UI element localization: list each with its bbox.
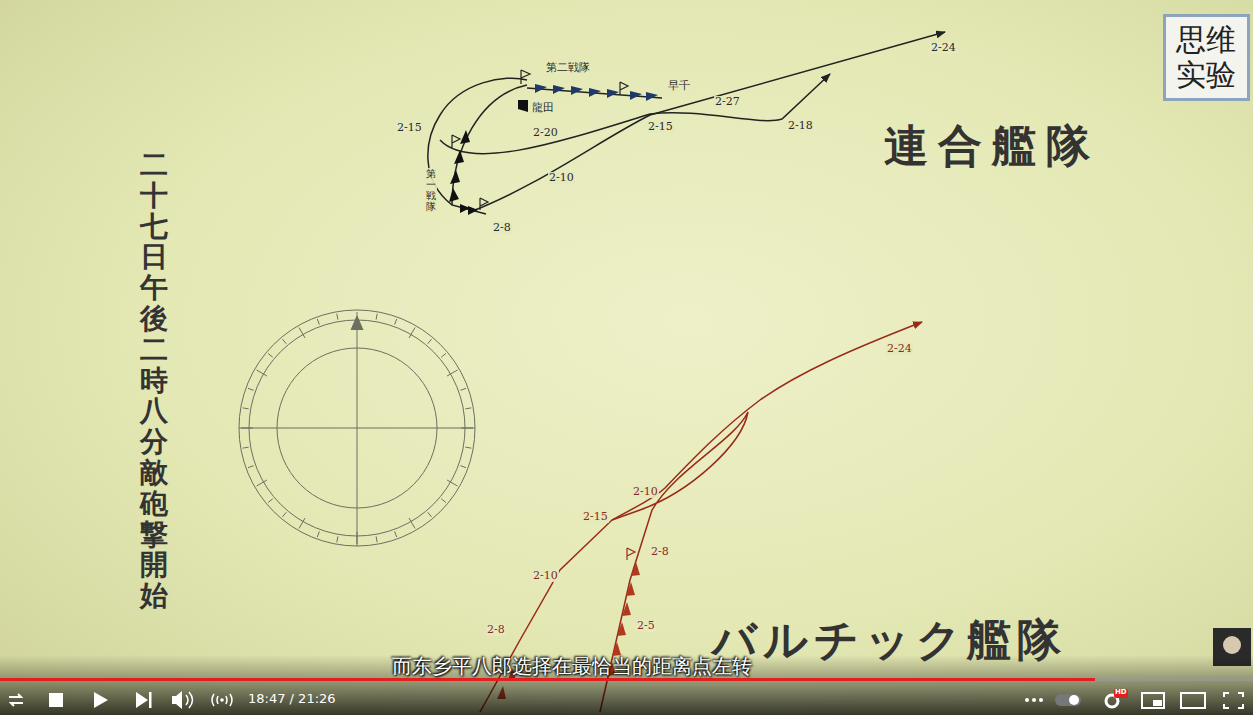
compass-tick [299,518,305,528]
compass-tick [337,314,338,320]
time-mark: 2-8 [492,222,512,234]
compass-tick [243,408,249,409]
fleet-title: バルチック艦隊 [712,616,1067,664]
time-mark: 2-20 [532,127,559,139]
time-mark: 2-15 [647,121,674,133]
compass-tick [243,447,249,448]
compass-tick [376,536,377,542]
time-mark: 2-15 [582,511,609,523]
compass-tick [257,480,267,486]
compass-tick [257,370,267,376]
compass-tick [317,319,319,325]
time-mark: 2-10 [632,486,659,498]
time-display: 18:47 / 21:26 [248,692,336,706]
compass-tick [447,480,457,486]
time-mark: 2-24 [930,42,957,54]
compass-tick [428,512,432,517]
unit-name: 龍田 [531,102,555,114]
fleet-title: 連合艦隊 [884,122,1100,170]
subtitle: 而东乡平八郎选择在最恰当的距离点左转 [392,655,752,677]
compass-tick [357,532,358,544]
hd-badge: HD [1115,689,1127,697]
compass-tick [357,312,358,324]
compass-tick [428,339,432,344]
vertical-caption: 二十七日午後二時八分敵砲撃開始 [140,150,168,612]
compass-rose [239,310,475,546]
time-mark: 2-10 [532,570,559,582]
compass-tick [317,531,319,537]
time-mark: 2-24 [886,343,913,355]
compass-tick [268,353,273,357]
time-mark: 2-10 [548,172,575,184]
time-mark: 2-8 [650,546,670,558]
ship-markers [535,84,658,101]
time-mark: 2-18 [787,120,814,132]
avatar-face [1223,636,1241,654]
compass-tick [376,314,377,320]
time-mark: 2-8 [486,624,506,636]
compass-tick [395,319,397,325]
unit-name: 第二戦隊 [545,62,591,74]
compass-tick [447,370,457,376]
compass-tick [248,388,254,390]
logo-text: 思维 实验 [1174,23,1239,92]
compass-tick [248,466,254,468]
ship-markers [449,100,528,215]
compass-tick [395,531,397,537]
compass-tick [299,328,305,338]
unit-name: 早千 [667,80,691,92]
compass-tick [441,353,446,357]
logo-box: 思维 实验 [1163,14,1250,101]
compass-tick [461,428,473,429]
compass-tick [241,428,253,429]
compass-tick [282,339,286,344]
compass-tick [268,499,273,503]
compass-tick [460,388,466,390]
combined-fleet-track [428,32,945,214]
compass-tick [465,447,471,448]
compass-tick [282,512,286,517]
compass-tick [441,499,446,503]
time-mark: 2-27 [714,96,741,108]
compass-tick [465,408,471,409]
unit-name: 第一戦隊 [425,168,437,212]
compass-tick [409,328,415,338]
compass-tick [337,536,338,542]
compass-tick [460,466,466,468]
compass-tick [409,518,415,528]
time-mark: 2-5 [636,620,656,632]
time-mark: 2-15 [396,122,423,134]
